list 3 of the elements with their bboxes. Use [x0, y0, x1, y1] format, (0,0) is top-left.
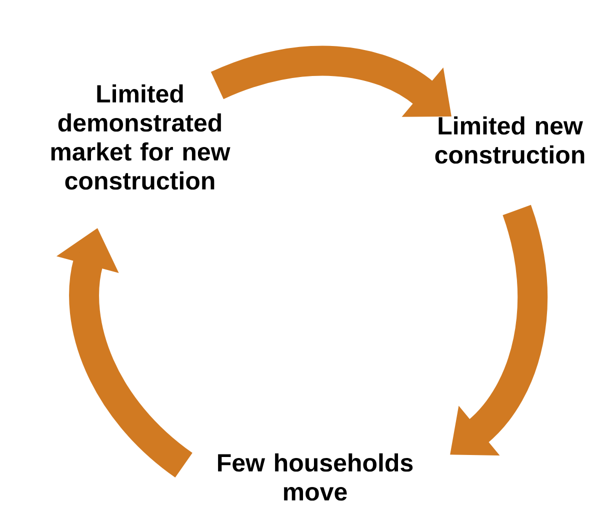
stage-label: Limited new construction [435, 116, 584, 164]
stage-label: Limited demonstrated market for new construction [51, 84, 230, 190]
stage-label: Few households move [218, 453, 413, 501]
